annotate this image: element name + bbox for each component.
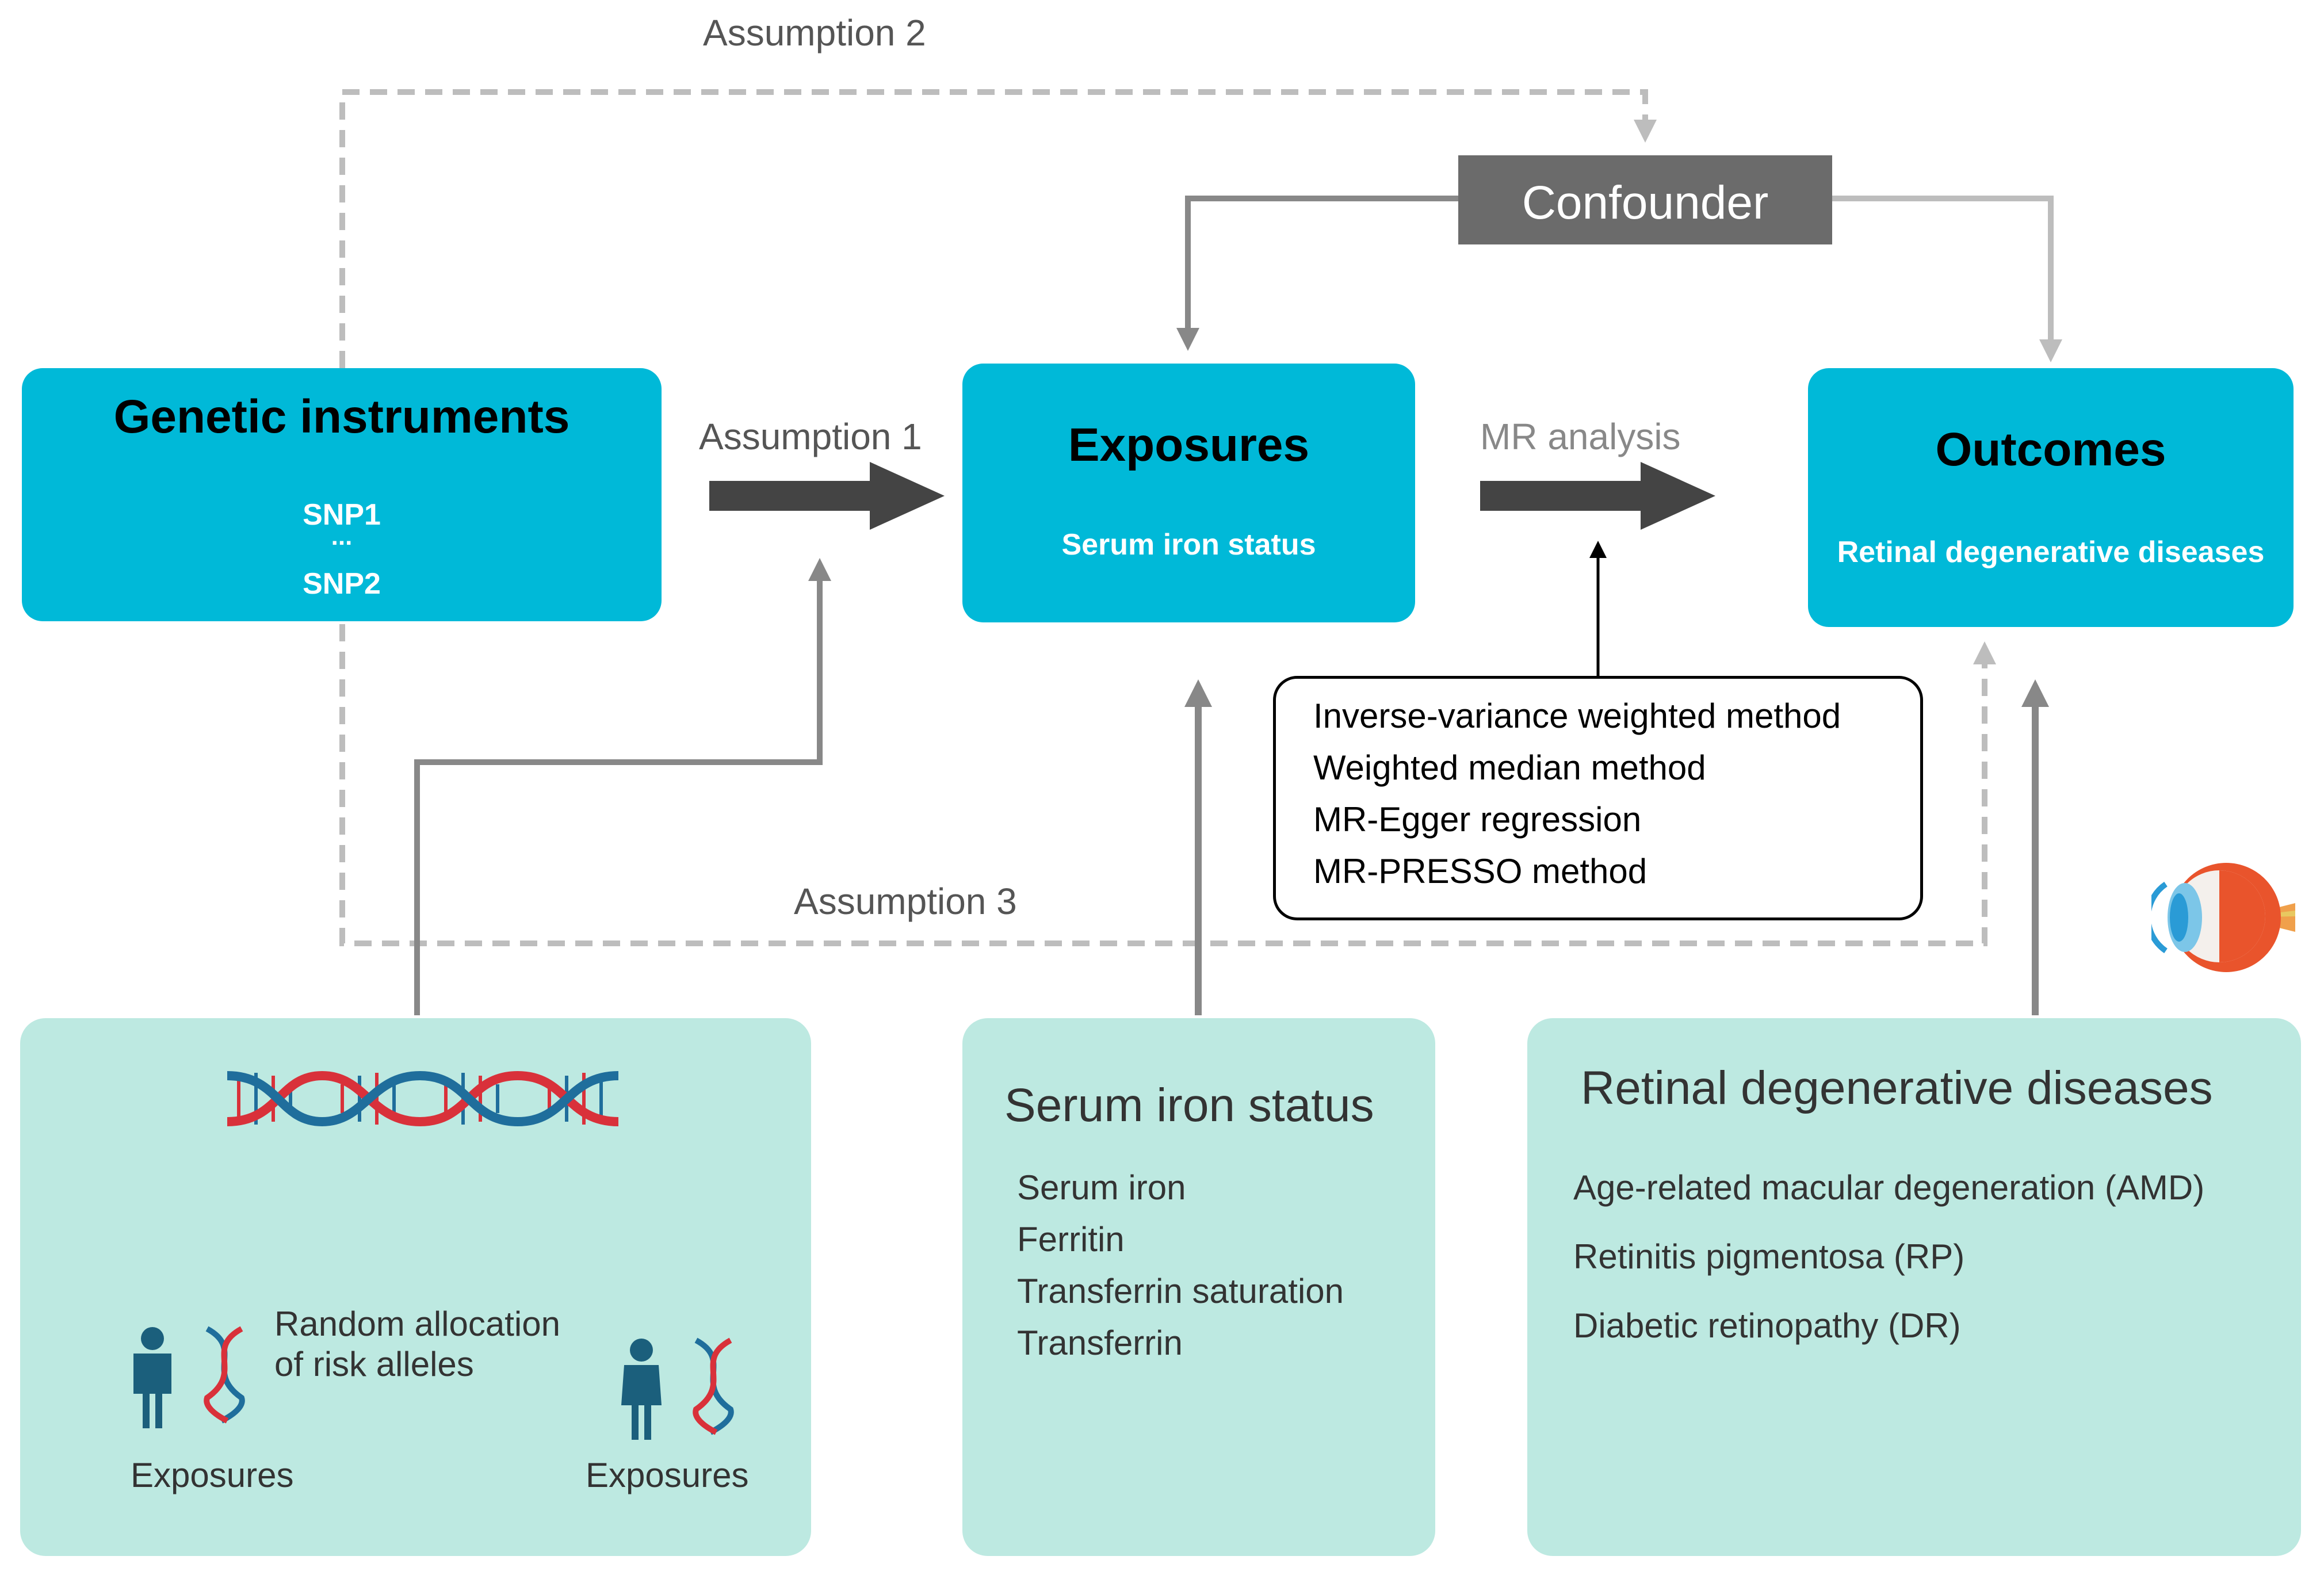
confounder-label: Confounder bbox=[1522, 177, 1769, 229]
confounder-to-exposures-line bbox=[1176, 196, 1458, 351]
exposures-box: Exposures Serum iron status bbox=[962, 364, 1415, 622]
dna-helix-small-icon bbox=[693, 1337, 734, 1435]
randomization-to-assumption1-line bbox=[414, 558, 831, 1015]
assumption2-label: Assumption 2 bbox=[703, 12, 926, 53]
eye-icon bbox=[2151, 863, 2295, 972]
person-female-icon bbox=[621, 1339, 662, 1440]
right-exposures-label: Exposures bbox=[586, 1456, 749, 1494]
snp2-label: SNP2 bbox=[303, 567, 381, 601]
serum-panel-title: Serum iron status bbox=[1004, 1079, 1374, 1131]
serum-panel-item: Transferrin saturation bbox=[1017, 1272, 1344, 1310]
mr-analysis-label: MR analysis bbox=[1480, 416, 1681, 457]
confounder-to-outcomes-line bbox=[1832, 196, 2062, 362]
method-item: Weighted median method bbox=[1313, 748, 1706, 787]
assumption2-dashed-line bbox=[339, 89, 1657, 368]
method-item: MR-PRESSO method bbox=[1313, 852, 1648, 890]
serum-iron-panel: Serum iron status Serum iron Ferritin Tr… bbox=[962, 1018, 1435, 1556]
exposures-title: Exposures bbox=[1068, 419, 1310, 471]
serum-panel-item: Transferrin bbox=[1017, 1324, 1183, 1362]
snp-ellipsis: ... bbox=[331, 522, 353, 550]
retinal-panel-item: Retinitis pigmentosa (RP) bbox=[1573, 1237, 1965, 1276]
genetic-instruments-box: Genetic instruments SNP1 ... SNP2 bbox=[22, 368, 662, 621]
snp1-label: SNP1 bbox=[303, 498, 381, 532]
mr-methods-box: Inverse-variance weighted method Weighte… bbox=[1273, 676, 1923, 920]
assumption1-label: Assumption 1 bbox=[699, 416, 922, 457]
assumption3-label: Assumption 3 bbox=[794, 881, 1017, 922]
person-male-icon bbox=[133, 1327, 171, 1428]
dna-helix-small-icon bbox=[204, 1326, 245, 1424]
outcomes-box: Outcomes Retinal degenerative diseases bbox=[1808, 368, 2294, 627]
assumption3-dashed-line bbox=[339, 624, 1996, 946]
confounder-box: Confounder bbox=[1458, 155, 1832, 244]
randomization-panel: Random allocation of risk alleles Exposu… bbox=[20, 1018, 811, 1556]
serum-panel-item: Ferritin bbox=[1017, 1220, 1125, 1259]
outcomes-title: Outcomes bbox=[1935, 423, 2166, 476]
genetic-instruments-title: Genetic instruments bbox=[113, 391, 570, 443]
retinal-diseases-panel: Retinal degenerative diseases Age-relate… bbox=[1527, 1018, 2301, 1556]
method-item: MR-Egger regression bbox=[1313, 800, 1642, 839]
method-item: Inverse-variance weighted method bbox=[1313, 697, 1841, 735]
exposures-subtitle: Serum iron status bbox=[1061, 528, 1316, 561]
outcomes-subtitle: Retinal degenerative diseases bbox=[1837, 536, 2265, 569]
assumption1-block-arrow bbox=[709, 462, 945, 530]
retinal-panel-title: Retinal degenerative diseases bbox=[1581, 1062, 2213, 1114]
random-allocation-line2: of risk alleles bbox=[274, 1345, 474, 1383]
serum-panel-item: Serum iron bbox=[1017, 1168, 1186, 1207]
random-allocation-line1: Random allocation bbox=[274, 1305, 560, 1343]
retinal-panel-item: Age-related macular degeneration (AMD) bbox=[1573, 1168, 2205, 1207]
dna-helix-icon bbox=[227, 1070, 619, 1127]
mr-analysis-block-arrow bbox=[1480, 462, 1715, 530]
left-exposures-label: Exposures bbox=[131, 1456, 294, 1494]
retinal-panel-item: Diabetic retinopathy (DR) bbox=[1573, 1306, 1961, 1345]
